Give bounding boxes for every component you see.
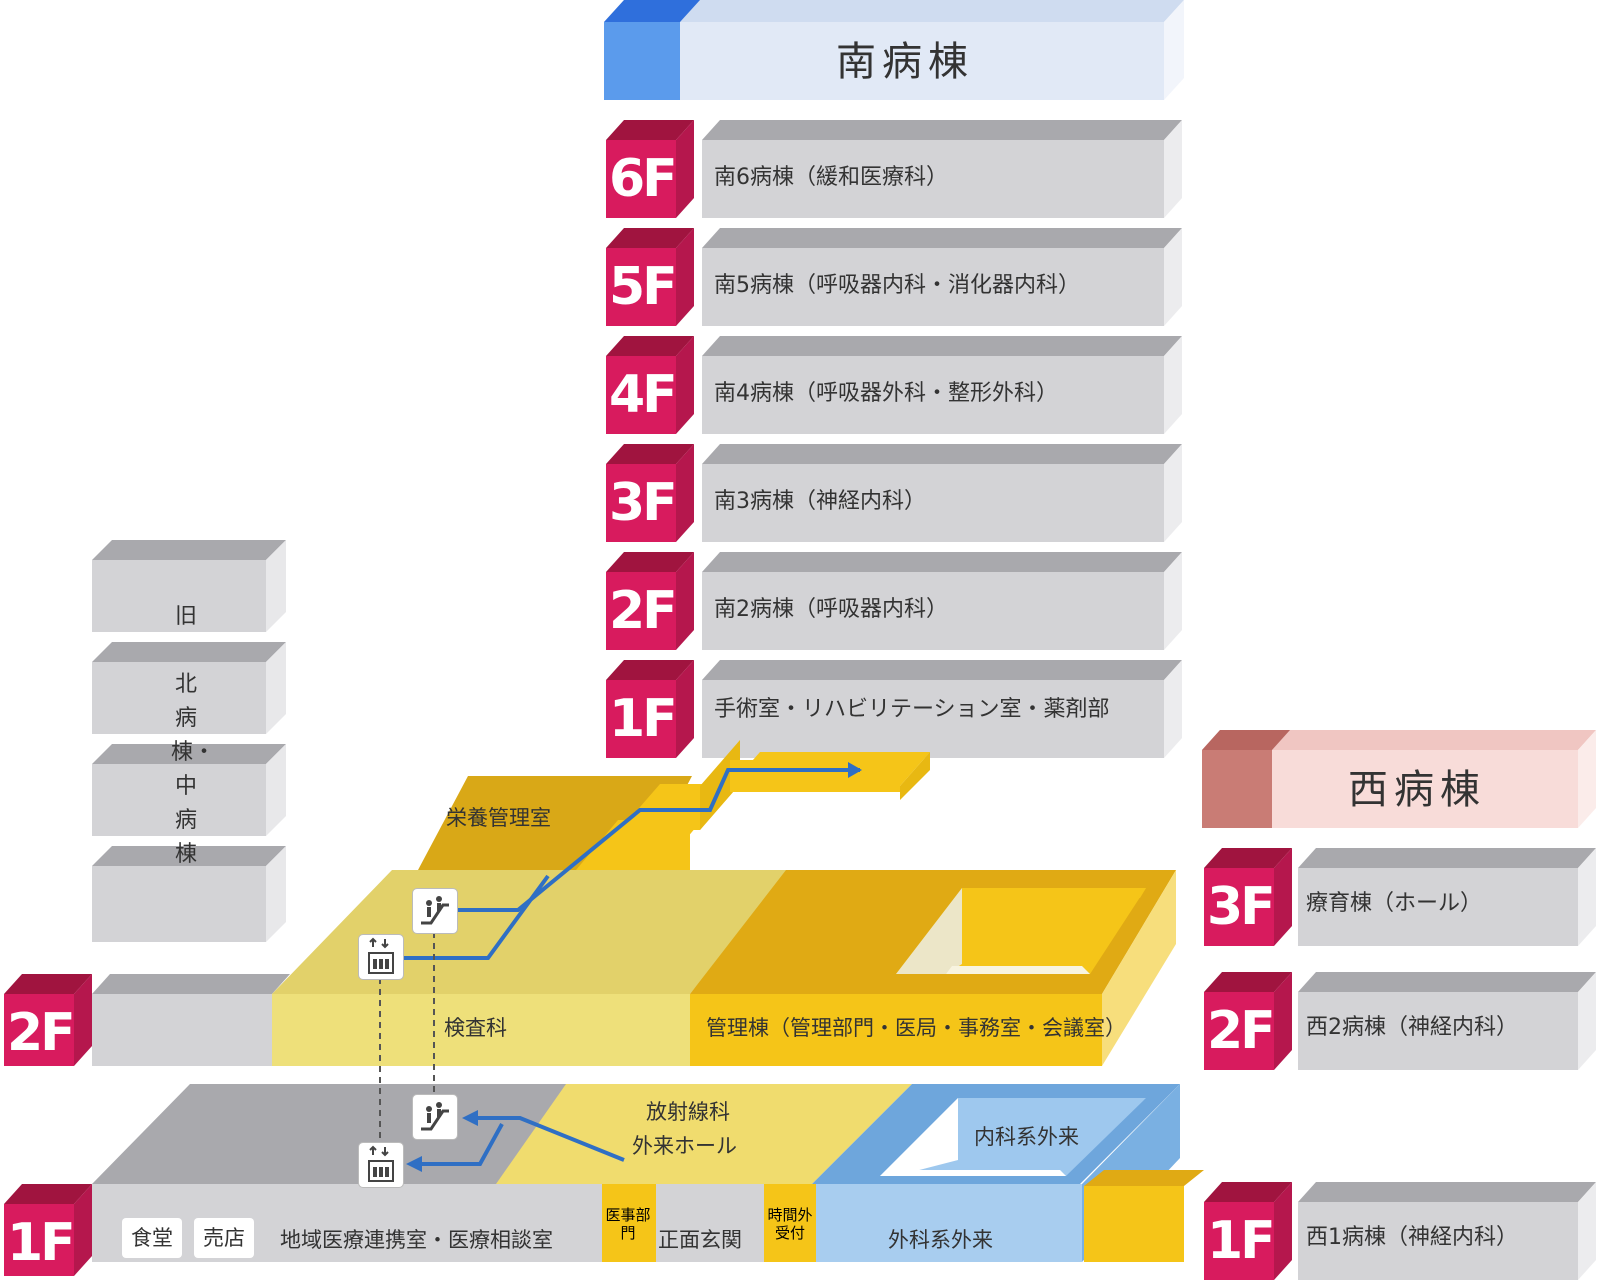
regional-liaison-label: 地域医療連携室・医療相談室 [280,1228,553,1252]
main-entrance-label: 正面玄関 [658,1228,742,1252]
escalator-icon [412,1094,458,1140]
floor-badge-6f: 6F [609,149,678,209]
floor-badge-west-2f: 2F [1207,1001,1276,1061]
west-wing-title: 西病棟 [1348,767,1486,813]
south-floor-3f-label: 南3病棟（神経内科） [714,489,926,514]
main-1f-floor [4,1084,1204,1276]
cafeteria-label: 食堂 [122,1218,182,1258]
admin-building-label: 管理棟（管理部門・医局・事務室・会議室） [706,1016,1126,1040]
west-wing-header [1202,730,1596,828]
nutrition-room-label: 栄養管理室 [446,806,551,830]
elevator-icon [358,1142,404,1188]
floor-badge-west-1f: 1F [1207,1211,1276,1271]
surgical-outpatient-label: 外科系外来 [888,1228,993,1252]
west-wing-floors [1204,848,1596,1280]
old-north-wing-blocks [92,540,286,942]
south-floor-6f-label: 南6病棟（緩和医療科） [714,165,948,190]
floor-badge-2f: 2F [609,581,678,641]
floor-badge-main-2f: 2F [7,1003,76,1063]
lab-department-label: 検査科 [444,1016,507,1040]
main-2f-floor [4,740,1176,1066]
south-wing-title: 南病棟 [836,39,974,85]
south-wing-header [604,0,1184,100]
route-lines [404,768,860,1166]
south-wing-floors [606,120,1182,758]
route-arrowheads [406,762,862,1172]
old-wing-label-old: 旧 [174,604,197,629]
south-floor-5f-label: 南5病棟（呼吸器内科・消化器内科） [714,273,1080,298]
vertical-connection-dashes [379,932,435,1140]
after-hours-reception-label: 時間外受付 [767,1206,813,1242]
outpatient-hall-label: 外来ホール [632,1134,737,1158]
shop-label: 売店 [194,1218,254,1258]
floor-badge-main-1f: 1F [7,1213,76,1273]
floor-badge-1f: 1F [609,689,678,749]
escalator-icon [412,888,458,934]
internal-medicine-outpatient-label: 内科系外来 [974,1125,1079,1149]
old-wing-label-names: 北病棟・中病棟 [171,672,216,867]
floor-badge-5f: 5F [609,257,678,317]
south-floor-2f-label: 南2病棟（呼吸器内科） [714,597,948,622]
elevator-icon [358,934,404,980]
medical-affairs-label: 医事部門 [605,1206,651,1242]
west-floor-2f-label: 西2病棟（神経内科） [1306,1015,1518,1040]
floor-badge-4f: 4F [609,365,678,425]
south-floor-1f-label: 手術室・リハビリテーション室・薬剤部 [714,697,1110,722]
radiology-label: 放射線科 [646,1100,730,1124]
floor-badge-west-3f: 3F [1207,877,1276,937]
south-floor-4f-label: 南4病棟（呼吸器外科・整形外科） [714,381,1058,406]
west-floor-3f-label: 療育棟（ホール） [1306,891,1483,916]
floor-badge-3f: 3F [609,473,678,533]
west-floor-1f-label: 西1病棟（神経内科） [1306,1225,1518,1250]
